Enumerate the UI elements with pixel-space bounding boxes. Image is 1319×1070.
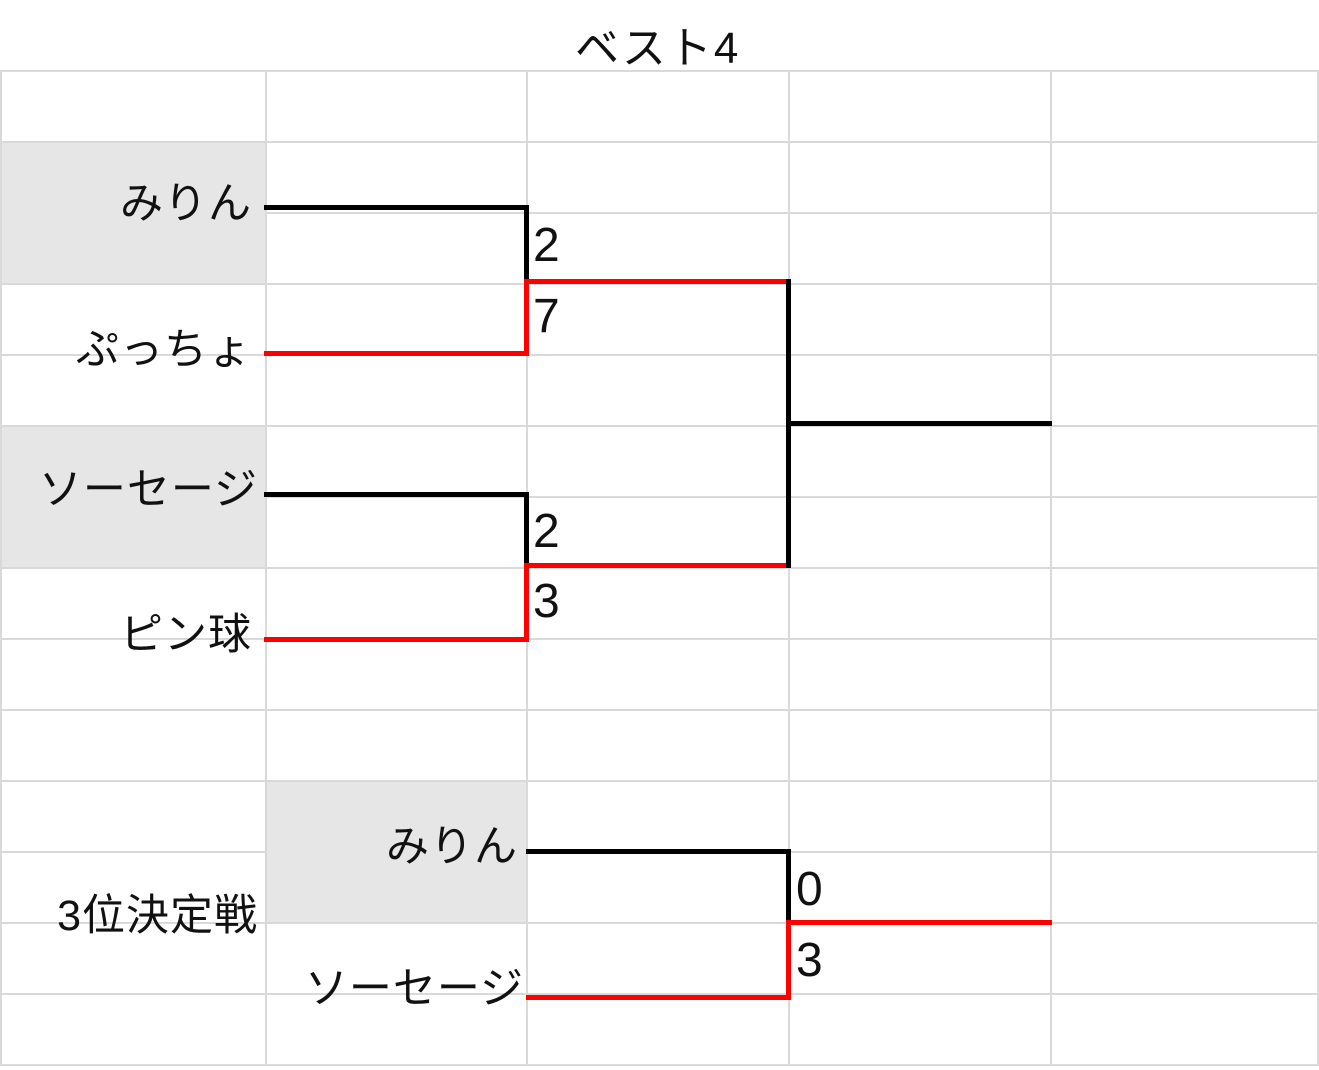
- bracket-connector-3rd-bottom: [786, 922, 791, 1000]
- score-pinkyu-sf: 3: [533, 575, 560, 628]
- bracket-final-output-line: [786, 421, 1052, 426]
- bracket-connector-sf1-bottom: [524, 279, 529, 356]
- gridline-h: [0, 922, 1319, 924]
- score-sausage-3rd: 3: [796, 934, 823, 987]
- gridline-h: [0, 141, 1319, 143]
- gridline-v: [0, 70, 2, 1066]
- gridline-h: [0, 709, 1319, 711]
- gridline-h: [0, 283, 1319, 285]
- shaded-cell: [266, 782, 527, 922]
- gridline-h: [0, 1064, 1319, 1066]
- gridline-h: [0, 567, 1319, 569]
- bracket-line-sausage-3rd: [526, 995, 791, 1000]
- team-label-mirin-3rd: みりん: [386, 823, 518, 871]
- score-mirin-3rd: 0: [796, 863, 823, 916]
- team-label-pinkyu-sf: ピン球: [120, 611, 252, 659]
- bracket-connector-3rd-top: [786, 849, 791, 926]
- gridline-v: [1050, 70, 1052, 1066]
- bracket-line-sausage-sf: [264, 492, 529, 497]
- gridline-h: [0, 425, 1319, 427]
- gridline-v: [1317, 70, 1319, 1066]
- bracket-line-puccho-sf: [264, 351, 529, 356]
- third-place-label: 3位決定戦: [57, 892, 258, 940]
- gridline-h: [0, 354, 1319, 356]
- team-label-puccho-sf: ぷっちょ: [76, 326, 252, 374]
- bracket-3rd-winner-output: [786, 920, 1052, 925]
- score-mirin-sf: 2: [533, 219, 560, 272]
- score-sausage-sf: 2: [533, 505, 560, 558]
- gridline-v: [265, 70, 267, 1066]
- bracket-line-mirin-3rd: [526, 849, 791, 854]
- bracket-line-mirin-sf: [264, 205, 529, 210]
- gridline-h: [0, 70, 1319, 72]
- bracket-connector-sf2-top: [524, 492, 529, 567]
- gridline-h: [0, 212, 1319, 214]
- gridline-h: [0, 638, 1319, 640]
- page-title: ベスト4: [575, 24, 741, 73]
- team-label-mirin-sf: みりん: [120, 180, 252, 228]
- bracket-connector-sf2-bottom: [524, 563, 529, 642]
- team-label-sausage-3rd: ソーセージ: [304, 965, 524, 1013]
- gridline-h: [0, 993, 1319, 995]
- score-puccho-sf: 7: [533, 290, 560, 343]
- bracket-line-pinkyu-sf: [264, 637, 529, 642]
- gridline-v: [788, 70, 790, 1066]
- shaded-cell: [0, 143, 266, 283]
- bracket-advance-sf2-winner: [524, 563, 791, 568]
- gridline-h: [0, 496, 1319, 498]
- bracket-advance-sf1-winner: [524, 279, 791, 284]
- gridline-h: [0, 780, 1319, 782]
- team-label-sausage-sf: ソーセージ: [38, 466, 258, 514]
- shaded-cell: [0, 427, 266, 567]
